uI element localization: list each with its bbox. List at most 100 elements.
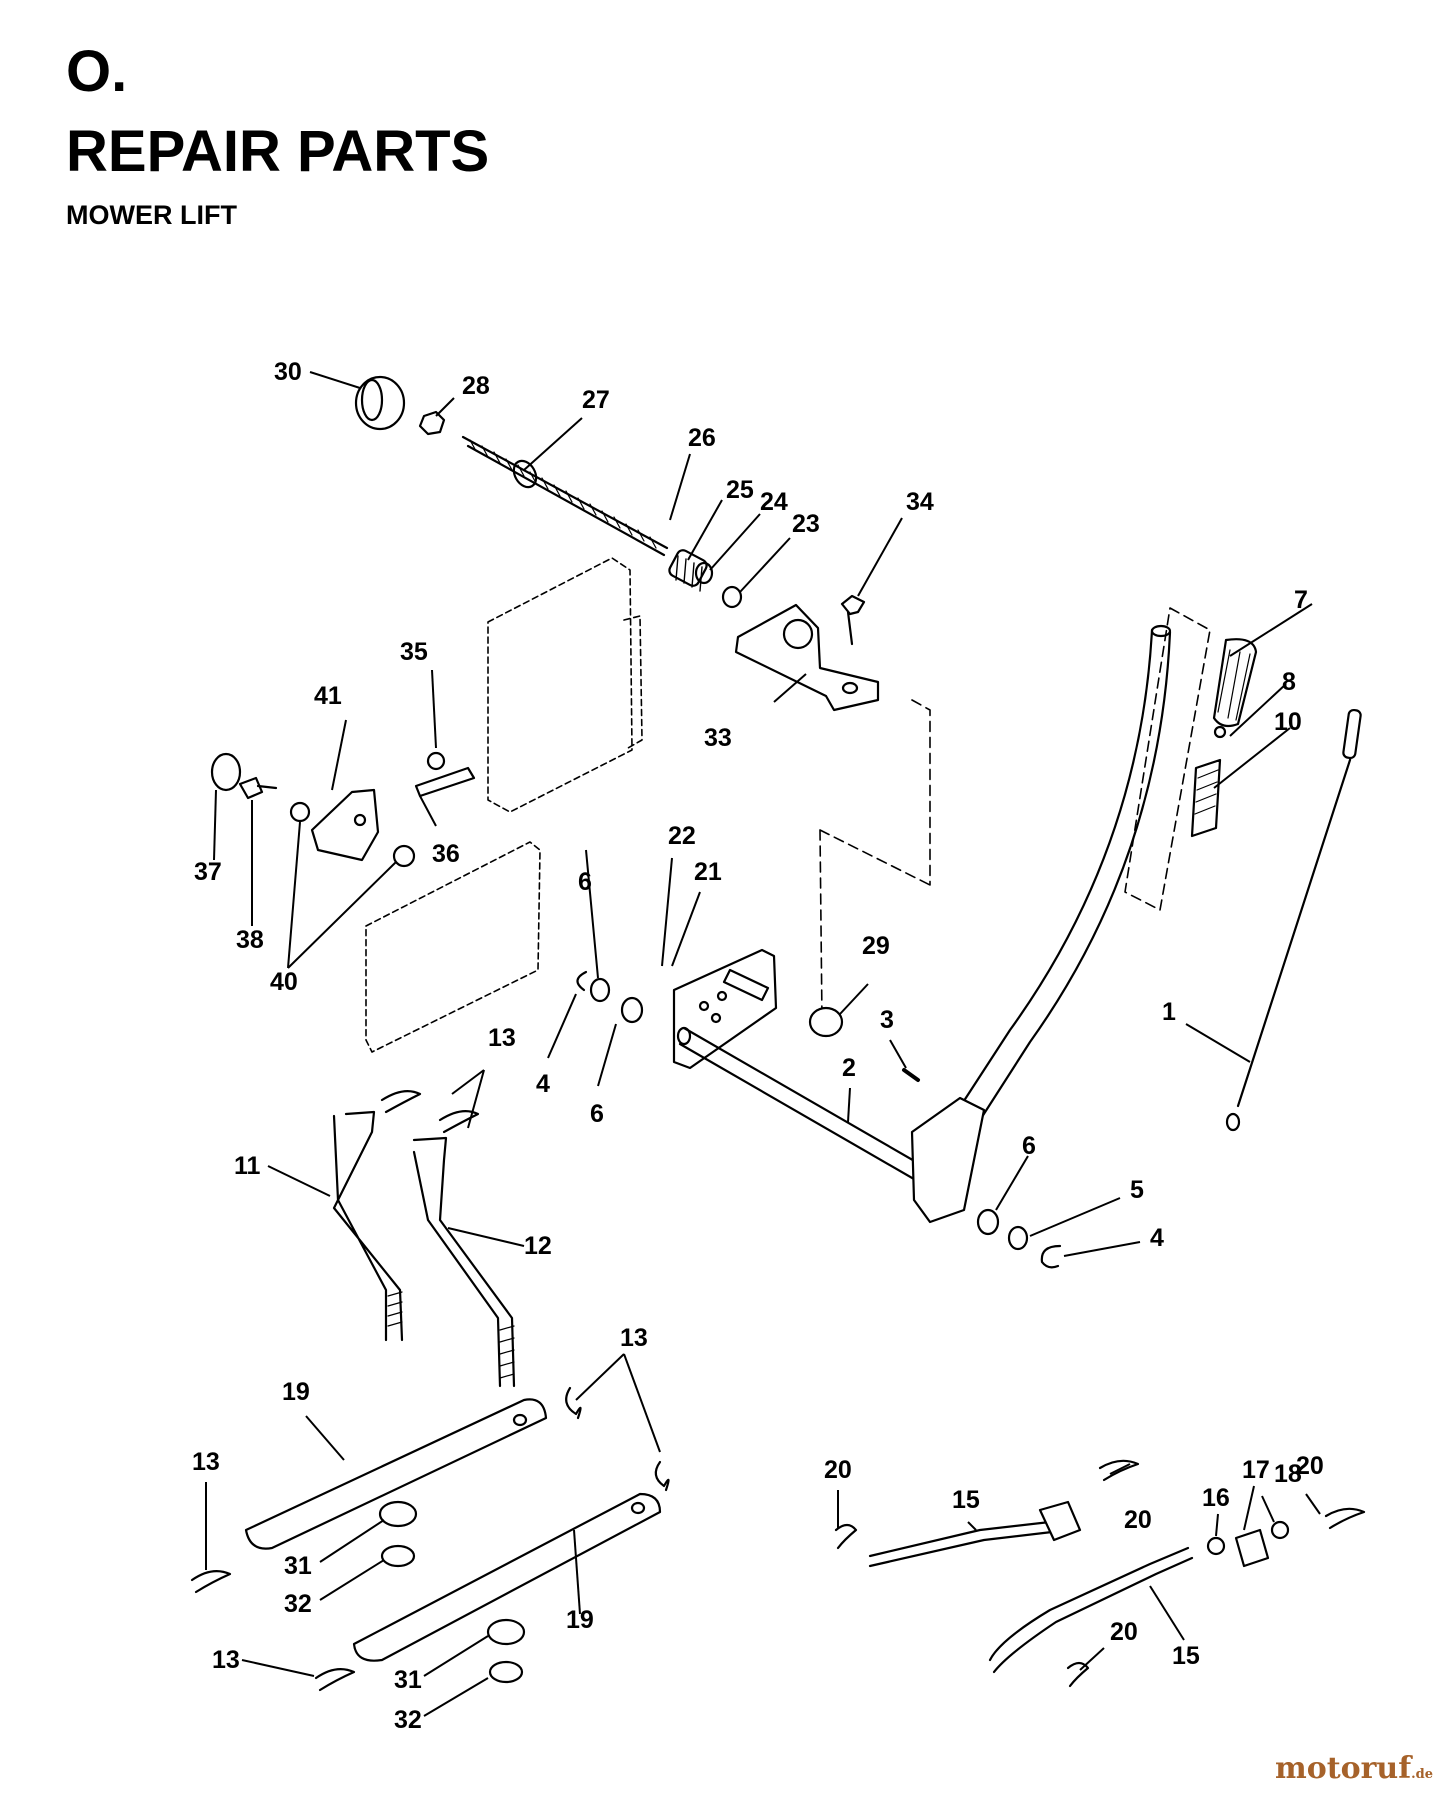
callout-label: 6	[578, 868, 592, 896]
callout-label: 32	[284, 1590, 312, 1618]
grommet-31b	[486, 1618, 526, 1646]
hairpin-13d	[654, 1460, 670, 1492]
callout-label: 12	[524, 1232, 552, 1260]
release-button	[1213, 725, 1227, 739]
callout-label: 22	[668, 822, 696, 850]
rod-bracket	[734, 603, 880, 712]
washer-5-left	[589, 977, 611, 1003]
rod-collar	[512, 459, 538, 489]
washer-35	[426, 751, 446, 771]
dashed-lever-bracket	[1124, 607, 1211, 911]
frame-plate-flange	[623, 615, 643, 749]
callout-label: 8	[1282, 668, 1296, 696]
lift-link-12	[412, 1136, 516, 1388]
lever-bracket	[910, 1096, 986, 1224]
callout-labels: 30 28 27 26 25 24 23 34 33 35 36 41 37 3…	[192, 358, 1324, 1734]
bushing-6-right	[976, 1208, 1000, 1236]
callout-label: 15	[952, 1486, 980, 1514]
washer-23	[721, 585, 743, 609]
shoulder-bolt	[238, 776, 278, 800]
nut-32a	[380, 1544, 416, 1568]
callout-label: 32	[394, 1706, 422, 1734]
frame-plate-outline	[487, 557, 633, 813]
roll-pin	[902, 1068, 920, 1082]
lift-arm-lower	[352, 1492, 662, 1662]
grommet-31a	[378, 1500, 418, 1528]
callout-label: 5	[1130, 1176, 1144, 1204]
callout-label: 20	[1124, 1506, 1152, 1534]
callout-label: 21	[694, 858, 722, 886]
hairpin-20a	[834, 1523, 858, 1550]
shaft-collar	[808, 1006, 844, 1038]
hairpin-13e	[190, 1569, 232, 1594]
callout-label: 23	[792, 510, 820, 538]
hairpin-20d	[1066, 1661, 1090, 1688]
callout-label: 24	[760, 488, 788, 516]
callout-label: 4	[1150, 1224, 1164, 1252]
callout-label: 13	[212, 1646, 240, 1674]
nut-18	[1270, 1520, 1290, 1540]
callout-label: 31	[394, 1666, 422, 1694]
parts-drawing	[190, 375, 1366, 1692]
callout-label: 13	[620, 1324, 648, 1352]
adjust-block-upper	[1038, 1500, 1082, 1542]
callout-label: 38	[236, 926, 264, 954]
washer-40b	[392, 844, 416, 868]
callout-label: 19	[566, 1606, 594, 1634]
callout-label: 35	[400, 638, 428, 666]
callout-label: 4	[536, 1070, 550, 1098]
adjust-knob	[354, 375, 406, 431]
callout-label: 13	[488, 1024, 516, 1052]
watermark-text: motoruf	[1274, 1751, 1412, 1786]
callout-label: 30	[274, 358, 302, 386]
carriage-bolt	[840, 594, 866, 646]
callout-label: 10	[1274, 708, 1302, 736]
callout-label: 36	[432, 840, 460, 868]
callout-label: 31	[284, 1552, 312, 1580]
callout-label: 27	[582, 386, 610, 414]
threaded-rod	[461, 435, 669, 557]
end-cap	[210, 752, 242, 792]
lift-lever	[956, 628, 1172, 1122]
callout-label: 28	[462, 372, 490, 400]
clip-4-right	[1040, 1244, 1062, 1269]
washer-5-right	[1007, 1225, 1029, 1251]
hairpin-20c	[1324, 1507, 1366, 1530]
callout-label: 13	[192, 1448, 220, 1476]
washer-40a	[289, 801, 311, 823]
callout-label: 34	[906, 488, 934, 516]
lift-link-11	[332, 1110, 404, 1342]
callout-label: 29	[862, 932, 890, 960]
callout-label: 26	[688, 424, 716, 452]
lift-arm-upper	[244, 1398, 548, 1550]
callout-label: 18	[1274, 1460, 1302, 1488]
nut-32b	[488, 1660, 524, 1684]
page-title: REPAIR PARTS	[66, 119, 490, 184]
adjust-rod-upper	[868, 1520, 1054, 1568]
hairpin-13f	[314, 1667, 356, 1692]
section-letter: O.	[66, 39, 128, 104]
release-rod	[1236, 718, 1358, 1108]
lower-frame-outline	[365, 841, 541, 1053]
callout-label: 20	[1110, 1618, 1138, 1646]
callout-label: 15	[1172, 1642, 1200, 1670]
callout-label: 41	[314, 682, 342, 710]
adjust-block-lower	[1234, 1528, 1270, 1568]
callout-label: 7	[1294, 586, 1308, 614]
cross-shaft	[678, 1026, 932, 1188]
hairpin-13a	[380, 1089, 422, 1114]
page-subtitle: MOWER LIFT	[66, 200, 237, 230]
washer-16	[1206, 1536, 1226, 1556]
callout-label: 11	[234, 1152, 261, 1180]
hairpin-13c	[565, 1386, 582, 1420]
leader-lines	[205, 371, 1321, 1717]
retainer-clip	[414, 766, 476, 798]
callout-label: 3	[880, 1006, 894, 1034]
callout-label: 17	[1242, 1456, 1270, 1484]
callout-label: 40	[270, 968, 298, 996]
hairpin-20b	[1098, 1459, 1140, 1482]
bushing-6-left	[620, 996, 644, 1024]
watermark-suffix: .de	[1411, 1767, 1433, 1782]
site-watermark: motoruf.de	[1275, 1751, 1433, 1786]
